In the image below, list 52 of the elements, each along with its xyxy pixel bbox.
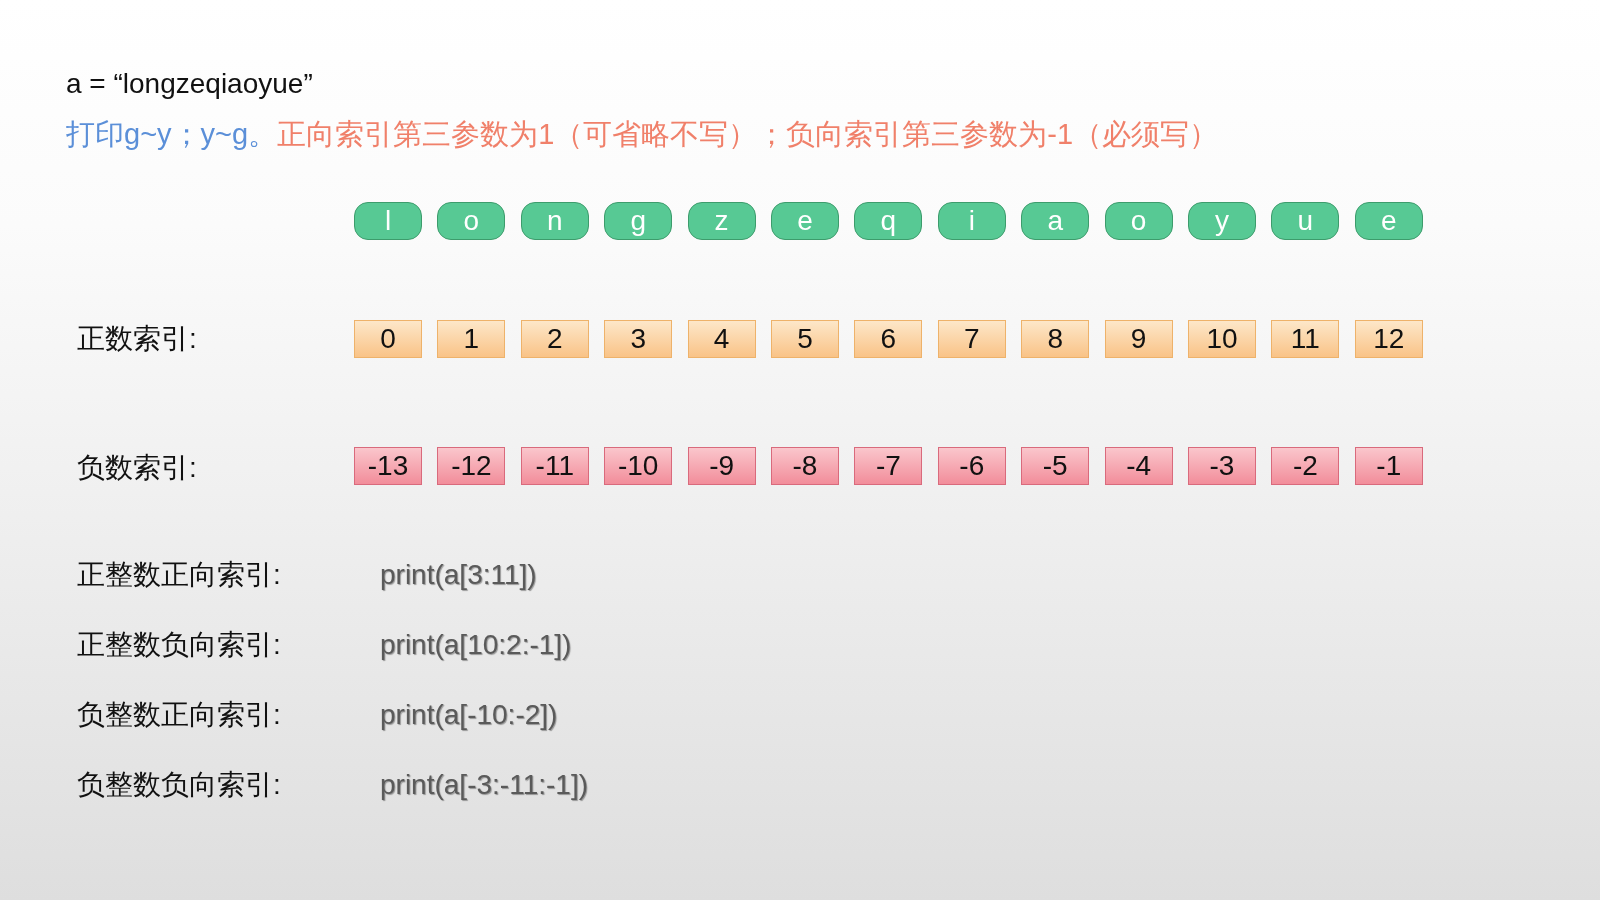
index-box: 1 — [437, 320, 506, 358]
letter-pill: o — [1104, 202, 1173, 240]
code-text: print(a[-3:-11:-1]) — [380, 769, 588, 802]
note-text: 打印g~y；y~g。 — [66, 118, 278, 152]
index-box: 2 — [520, 320, 589, 358]
row-label: 正数索引: — [77, 323, 197, 356]
letter-pill: g — [604, 202, 673, 240]
letter-pill: n — [520, 202, 589, 240]
index-box: -10 — [604, 447, 673, 485]
letter-pill: q — [854, 202, 923, 240]
index-box: -8 — [771, 447, 839, 485]
letter-pill: l — [354, 202, 422, 240]
index-box: -5 — [1021, 447, 1090, 485]
index-box: -9 — [687, 447, 756, 485]
index-box: -4 — [1104, 447, 1173, 485]
code-text: print(a[10:2:-1]) — [380, 629, 572, 662]
index-box: -3 — [1188, 447, 1256, 485]
note-text: 正向索引第三参数为1（可省略不写）；负向索引第三参数为-1（必须写） — [277, 118, 1219, 152]
letter-pill: z — [687, 202, 756, 240]
index-box: 5 — [771, 320, 839, 358]
index-box: -7 — [854, 447, 923, 485]
letter-pill: i — [937, 202, 1006, 240]
index-box: 6 — [854, 320, 923, 358]
letter-pill: a — [1021, 202, 1090, 240]
index-box: 12 — [1354, 320, 1423, 358]
row-label: 负整数负向索引: — [77, 769, 281, 802]
row-label: 负数索引: — [77, 452, 197, 485]
letter-pill: e — [771, 202, 839, 240]
row-label: 正整数负向索引: — [77, 629, 281, 662]
index-box: -2 — [1271, 447, 1340, 485]
code-text: print(a[-10:-2]) — [380, 699, 558, 732]
heading-text: a = “longzeqiaoyue” — [66, 68, 313, 101]
index-box: -12 — [437, 447, 506, 485]
index-box: 4 — [687, 320, 756, 358]
index-box: 7 — [937, 320, 1006, 358]
index-box: -6 — [937, 447, 1006, 485]
letter-pill: o — [437, 202, 506, 240]
index-box: -1 — [1354, 447, 1423, 485]
letter-pill: u — [1271, 202, 1340, 240]
letter-pill: e — [1354, 202, 1423, 240]
index-box: 11 — [1271, 320, 1340, 358]
row-label: 负整数正向索引: — [77, 699, 281, 732]
index-box: 8 — [1021, 320, 1090, 358]
index-box: 0 — [354, 320, 422, 358]
index-box: -11 — [520, 447, 589, 485]
row-label: 正整数正向索引: — [77, 559, 281, 592]
code-text: print(a[3:11]) — [380, 559, 537, 592]
index-box: 3 — [604, 320, 673, 358]
index-box: 10 — [1188, 320, 1256, 358]
letter-pill: y — [1188, 202, 1256, 240]
index-box: -13 — [354, 447, 422, 485]
index-box: 9 — [1104, 320, 1173, 358]
